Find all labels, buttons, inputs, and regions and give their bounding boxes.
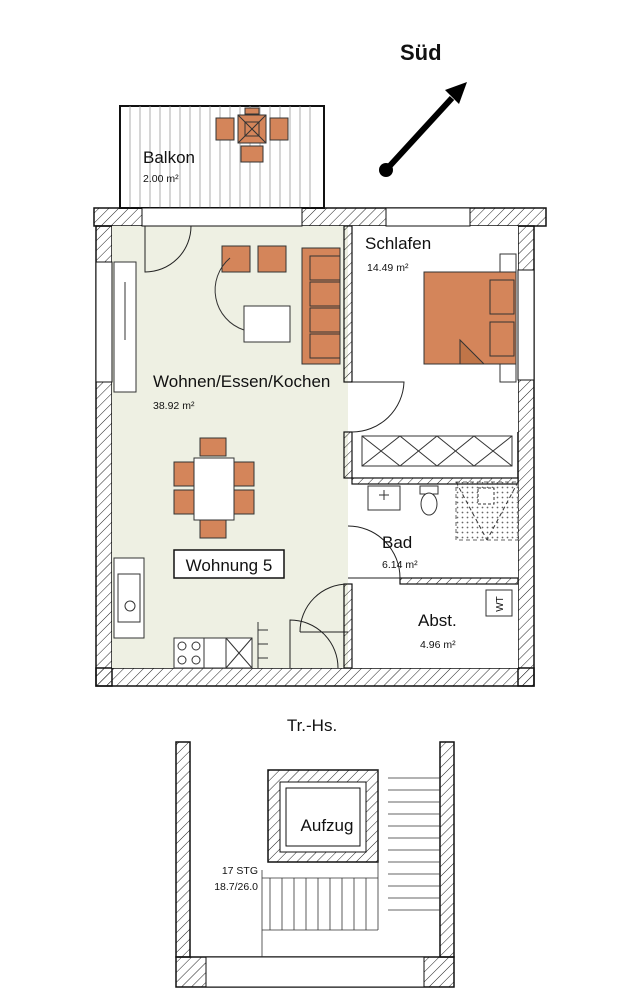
- doors: [144, 225, 405, 669]
- room-name-abst: Abst.: [418, 611, 457, 630]
- balcony: Balkon 2.00 m²: [119, 105, 325, 209]
- balcony-table: [215, 107, 289, 163]
- room-area-schlafen: 14.49 m²: [367, 262, 409, 274]
- washer-unit: WT: [485, 589, 513, 617]
- room-area-balkon: 2.00 m²: [143, 173, 179, 185]
- windows: [95, 207, 535, 383]
- compass-label: Süd: [400, 40, 442, 65]
- room-name-bad: Bad: [382, 533, 412, 552]
- apartment-name: Wohnung 5: [186, 556, 273, 575]
- room-name-balkon: Balkon: [143, 148, 195, 167]
- elevator-label: Aufzug: [301, 816, 354, 835]
- bedroom-furniture: [361, 253, 517, 467]
- room-area-bad: 6.14 m²: [382, 559, 418, 571]
- apartment-name-box: Wohnung 5: [173, 549, 285, 579]
- arrow-up-right-icon: [379, 82, 467, 177]
- room-labels: Wohnen/Essen/Kochen 38.92 m² Schlafen 14…: [153, 234, 457, 651]
- stairwell-label: Tr.-Hs.: [287, 716, 337, 735]
- bathroom-fixtures: [367, 481, 519, 541]
- stairs-count: 17 STG: [222, 865, 258, 877]
- compass: Süd: [379, 40, 467, 177]
- room-name-schlafen: Schlafen: [365, 234, 431, 253]
- living-furniture: [113, 245, 341, 669]
- room-area-abst: 4.96 m²: [420, 639, 456, 651]
- interior-walls: [343, 225, 519, 669]
- room-name-wohnen: Wohnen/Essen/Kochen: [153, 372, 330, 391]
- washer-label: WT: [495, 596, 506, 612]
- stairwell: Tr.-Hs. Aufzug: [175, 716, 455, 988]
- room-area-wohnen: 38.92 m²: [153, 400, 195, 412]
- stairs-ratio: 18.7/26.0: [214, 881, 258, 893]
